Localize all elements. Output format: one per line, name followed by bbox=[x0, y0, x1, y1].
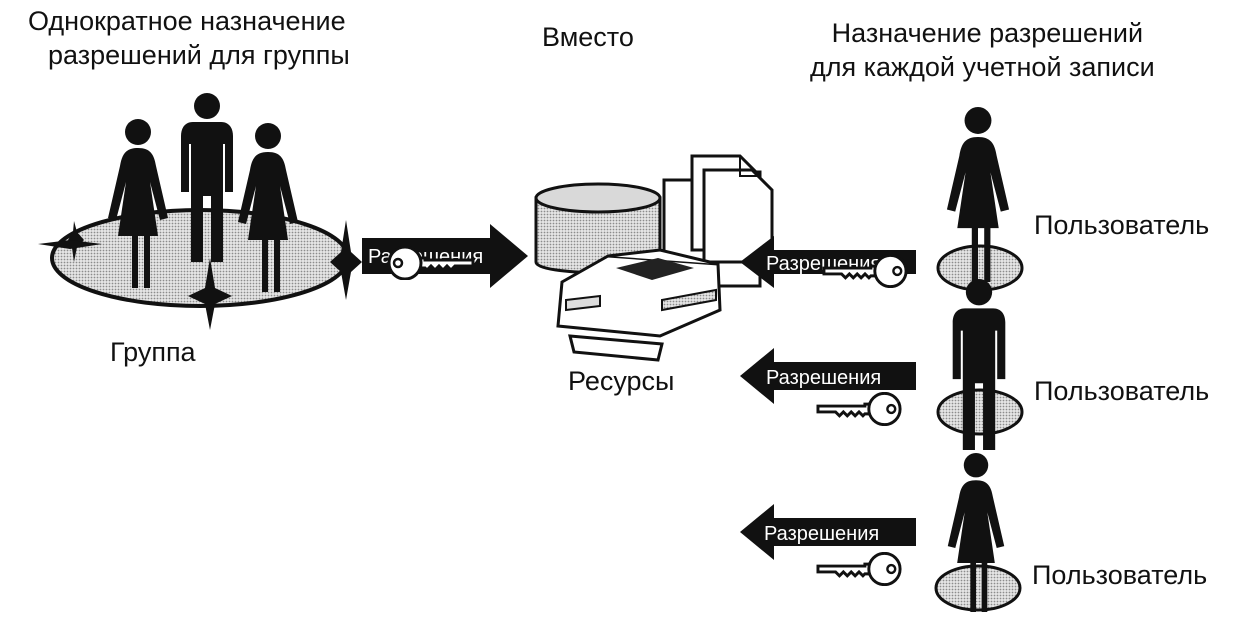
accounts-heading-line2: для каждой учетной записи bbox=[810, 52, 1155, 82]
resources-label: Ресурсы bbox=[568, 366, 675, 396]
user-row: Разрешения bbox=[740, 279, 1024, 450]
user-label: Пользователь bbox=[1034, 376, 1210, 406]
group-heading-line1: Однократное назначение bbox=[28, 6, 346, 36]
arrow-left-icon bbox=[740, 348, 916, 404]
accounts-heading: Назначение разрешений для каждой учетной… bbox=[810, 16, 1155, 84]
group-label: Группа bbox=[110, 337, 196, 367]
user-arrow-label: Разрешения bbox=[766, 367, 881, 389]
arrow-left-icon bbox=[740, 504, 916, 560]
star-icon bbox=[38, 240, 102, 249]
user-ellipse bbox=[936, 388, 1024, 436]
group-heading: Однократное назначение разрешений для гр… bbox=[28, 4, 350, 72]
user-ellipse bbox=[934, 564, 1022, 612]
group-illustration bbox=[38, 93, 362, 330]
user-row: Разрешения bbox=[740, 107, 1024, 292]
printer-icon bbox=[556, 248, 722, 362]
resources-illustration bbox=[534, 154, 774, 362]
user-label: Пользователь bbox=[1034, 210, 1210, 240]
instead-heading: Вместо bbox=[542, 22, 634, 52]
user-label: Пользователь bbox=[1032, 560, 1208, 590]
key-icon bbox=[816, 392, 902, 426]
arrow-left-icon bbox=[740, 236, 916, 288]
group-heading-line2: разрешений для группы bbox=[48, 40, 350, 70]
star-icon bbox=[330, 220, 362, 300]
user-arrow-label: Разрешения bbox=[764, 523, 879, 545]
accounts-heading-line1: Назначение разрешений bbox=[831, 18, 1144, 48]
star-icon bbox=[188, 258, 232, 330]
user-row: Разрешения bbox=[740, 452, 1022, 612]
key-icon bbox=[816, 552, 902, 586]
group-permission-arrow: Разрешения bbox=[362, 224, 528, 288]
